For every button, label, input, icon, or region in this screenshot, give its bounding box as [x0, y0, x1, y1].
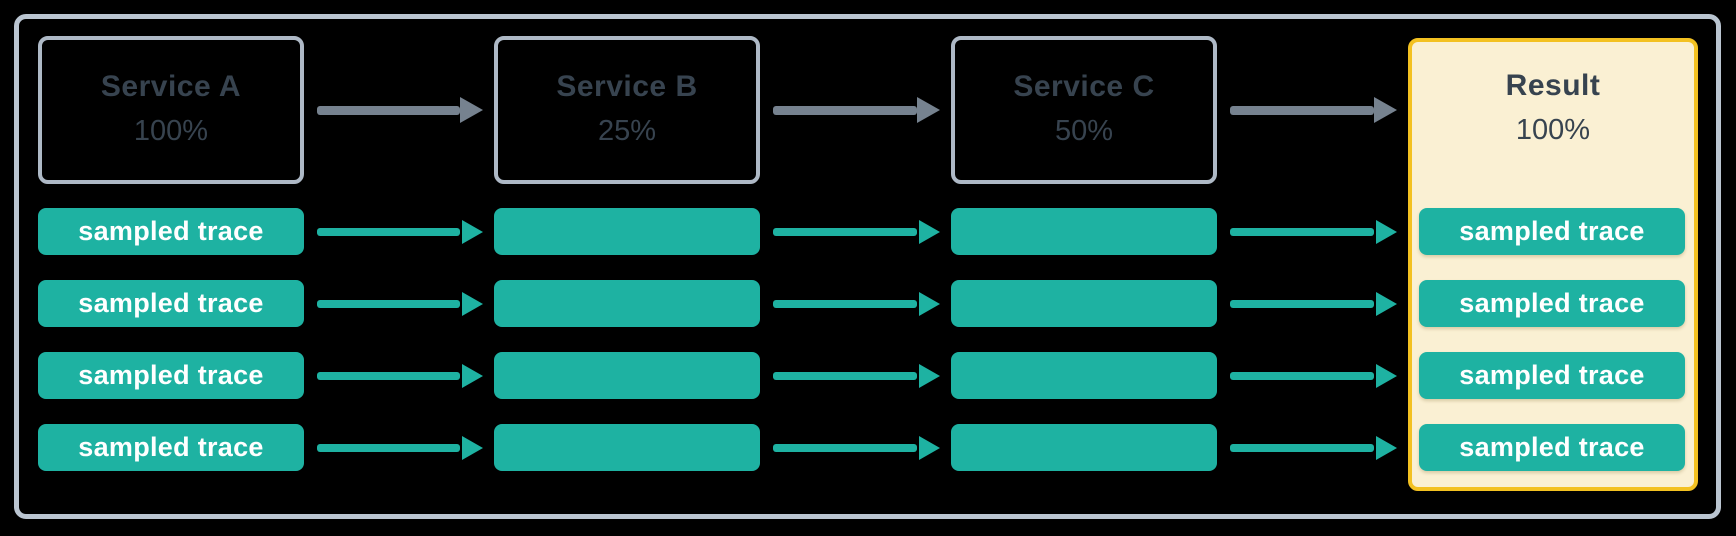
arrow-shaft	[773, 227, 917, 236]
trace-flow-arrow-icon	[1217, 424, 1408, 471]
arrow-shaft	[773, 299, 917, 308]
service-c-box: Service C 50%	[951, 36, 1217, 184]
sampled-trace-pill: sampled trace	[38, 208, 304, 255]
trace-flow-arrow-icon	[304, 280, 494, 327]
service-flow-arrow-icon	[760, 36, 951, 184]
service-c-title: Service C	[1013, 70, 1155, 103]
sampled-trace-pill: sampled trace	[1419, 352, 1685, 399]
arrow-shaft	[773, 371, 917, 380]
service-b-title: Service B	[556, 70, 698, 103]
arrow-head	[462, 291, 483, 316]
trace-flow-arrow-icon	[760, 424, 951, 471]
trace-flow-arrow-icon	[760, 352, 951, 399]
trace-flow-arrow-icon	[1217, 352, 1408, 399]
arrow-shaft	[1230, 371, 1374, 380]
trace-flow-arrow-icon	[304, 424, 494, 471]
arrow-head	[1374, 97, 1397, 123]
sampled-trace-pill: sampled trace	[1419, 208, 1685, 255]
arrow-shaft	[317, 443, 460, 452]
service-b-box: Service B 25%	[494, 36, 760, 184]
arrow-head	[462, 435, 483, 460]
trace-pill-unlabeled	[494, 424, 760, 471]
arrow-head	[919, 219, 940, 244]
trace-pill-unlabeled	[951, 208, 1217, 255]
arrow-head	[919, 435, 940, 460]
trace-flow-arrow-icon	[1217, 280, 1408, 327]
arrow-head	[462, 363, 483, 388]
trace-pill-unlabeled	[951, 352, 1217, 399]
trace-flow-arrow-icon	[1217, 208, 1408, 255]
arrow-shaft	[1230, 227, 1374, 236]
trace-flow-arrow-icon	[760, 208, 951, 255]
result-panel: Result 100% sampled trace sampled trace …	[1408, 38, 1698, 491]
trace-pill-unlabeled	[494, 208, 760, 255]
service-c-rate: 50%	[1054, 115, 1114, 147]
service-flow-arrow-icon	[1217, 36, 1408, 184]
arrow-head	[917, 97, 940, 123]
arrow-shaft	[317, 299, 460, 308]
arrow-head	[919, 363, 940, 388]
arrow-shaft	[317, 371, 460, 380]
sampled-trace-pill: sampled trace	[1419, 280, 1685, 327]
arrow-head	[1376, 291, 1397, 316]
trace-pill-unlabeled	[494, 352, 760, 399]
arrow-shaft	[1230, 299, 1374, 308]
result-title: Result	[1505, 69, 1601, 102]
sampled-trace-pill: sampled trace	[1419, 424, 1685, 471]
arrow-shaft	[317, 227, 460, 236]
sampled-trace-pill: sampled trace	[38, 280, 304, 327]
arrow-head	[460, 97, 483, 123]
service-b-rate: 25%	[597, 115, 657, 147]
service-a-box: Service A 100%	[38, 36, 304, 184]
trace-flow-arrow-icon	[304, 208, 494, 255]
trace-flow-arrow-icon	[304, 352, 494, 399]
arrow-shaft	[317, 105, 460, 115]
arrow-head	[1376, 435, 1397, 460]
arrow-shaft	[773, 443, 917, 452]
arrow-head	[1376, 219, 1397, 244]
arrow-shaft	[773, 105, 917, 115]
service-a-title: Service A	[100, 70, 242, 103]
arrow-head	[462, 219, 483, 244]
arrow-shaft	[1230, 105, 1374, 115]
trace-flow-arrow-icon	[760, 280, 951, 327]
result-header: Result 100%	[1412, 42, 1694, 150]
service-flow-arrow-icon	[304, 36, 494, 184]
diagram-frame	[14, 14, 1721, 519]
service-a-rate: 100%	[133, 115, 209, 147]
sampled-trace-pill: sampled trace	[38, 424, 304, 471]
arrow-head	[919, 291, 940, 316]
arrow-head	[1376, 363, 1397, 388]
result-rate: 100%	[1515, 114, 1591, 146]
trace-pill-unlabeled	[951, 424, 1217, 471]
trace-pill-unlabeled	[494, 280, 760, 327]
sampled-trace-pill: sampled trace	[38, 352, 304, 399]
arrow-shaft	[1230, 443, 1374, 452]
trace-pill-unlabeled	[951, 280, 1217, 327]
